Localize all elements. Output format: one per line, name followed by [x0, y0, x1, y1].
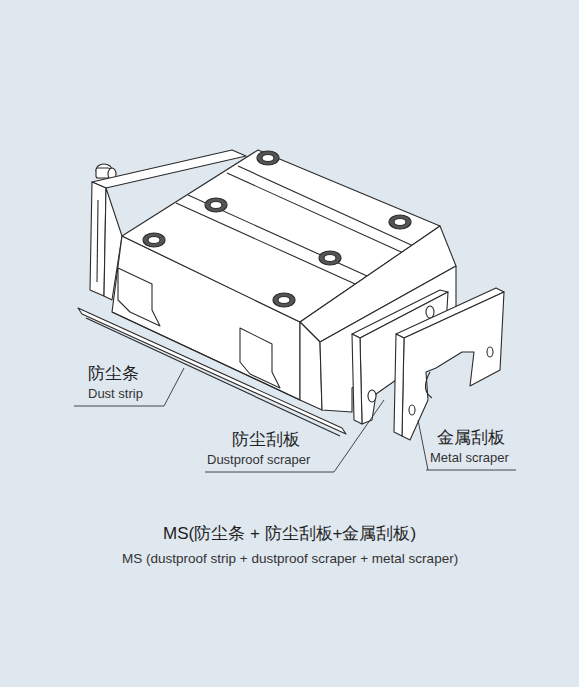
- figure-caption: MS (dustproof strip + dustproof scraper …: [122, 551, 458, 567]
- figure-title: MS(防尘条 + 防尘刮板+金属刮板): [163, 524, 416, 544]
- part-label: 金属刮板: [437, 428, 505, 448]
- part-label: Dust strip: [88, 386, 143, 402]
- part-label: 防尘条: [88, 364, 139, 384]
- leader-lines: [74, 368, 516, 472]
- dust-strip: [78, 308, 346, 436]
- part-label: Metal scraper: [430, 450, 509, 466]
- part-label: Dustproof scraper: [207, 452, 310, 468]
- metal-scraper: [394, 288, 504, 440]
- part-label: 防尘刮板: [232, 430, 300, 450]
